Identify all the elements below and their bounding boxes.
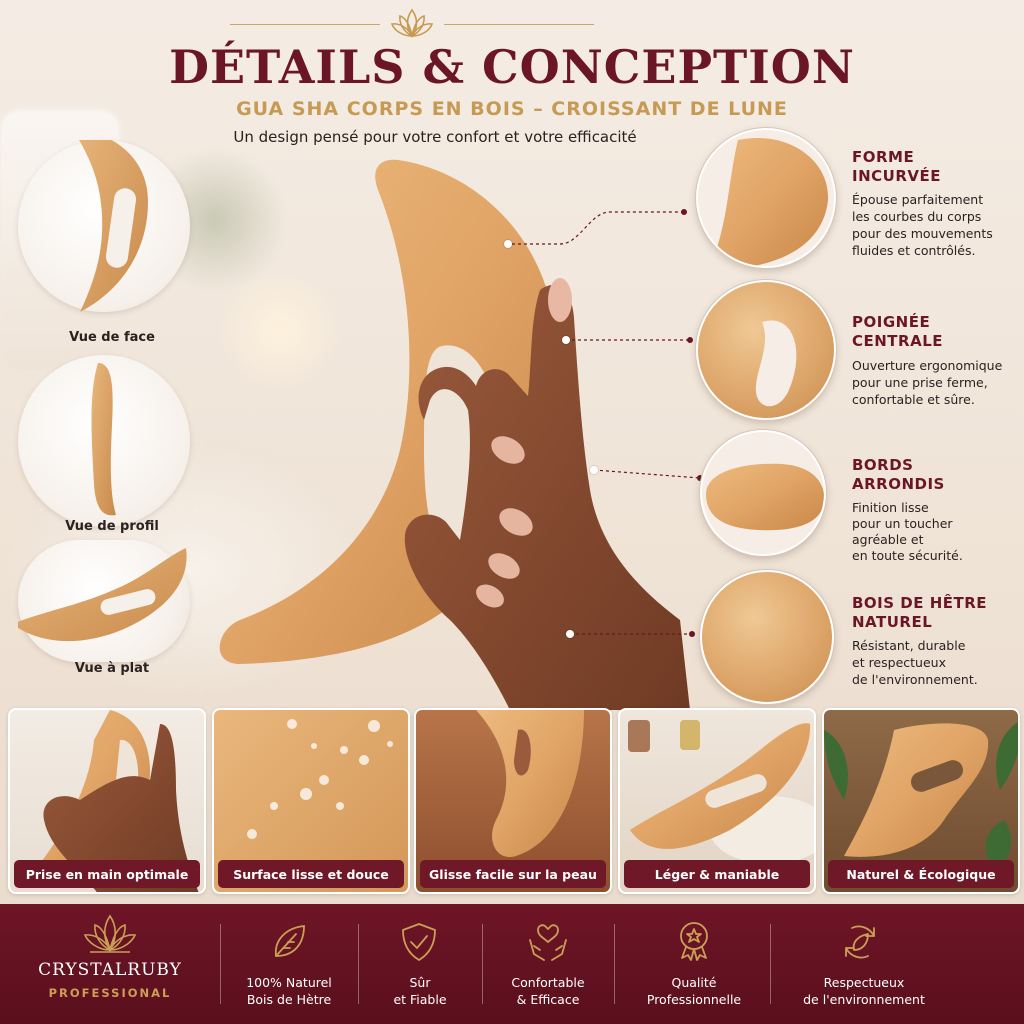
feature-rounded-edges-desc-3: agréable et <box>852 532 924 547</box>
tile-optimal-grip-caption: Prise en main optimale <box>14 860 200 888</box>
feature-beech-wood-title-2: NATUREL <box>852 613 933 631</box>
flat-view-circle <box>12 540 190 662</box>
background-candles <box>210 270 350 390</box>
tile-smooth-surface: Surface lisse et douce <box>212 708 410 894</box>
eco-cycle-icon <box>845 925 875 959</box>
feature-rounded-edges-title-2: ARRONDIS <box>852 475 945 493</box>
header-rule-right <box>444 24 594 25</box>
feature-rounded-edges-desc-1: Finition lisse <box>852 500 929 515</box>
feature-central-handle-title-2: CENTRALE <box>852 332 944 350</box>
profile-view-circle <box>18 355 190 527</box>
badge-safe-line-1: Sûr <box>409 975 431 990</box>
brand-lotus-icon <box>83 914 137 953</box>
feature-central-handle-desc-2: pour une prise ferme, <box>852 375 988 390</box>
feature-rounded-edges-title-1: BORDS <box>852 456 914 474</box>
brand-subtitle: PROFESSIONAL <box>48 986 172 1000</box>
footer-divider-4 <box>614 924 615 1004</box>
heart-hands-icon <box>529 924 567 961</box>
badge-quality-line-2: Professionnelle <box>646 992 742 1007</box>
tile-easy-glide: Glisse facile sur la peau <box>414 708 612 894</box>
feature-beech-wood-desc-3: de l'environnement. <box>852 672 978 687</box>
feature-beech-wood-circle <box>700 570 834 704</box>
quality-badge-icon <box>680 922 708 961</box>
leaf-icon <box>274 924 305 957</box>
page-subtitle: GUA SHA CORPS EN BOIS – CROISSANT DE LUN… <box>236 98 788 120</box>
front-view-gua-sha-image <box>70 126 148 312</box>
feature-curved-shape-desc-2: les courbes du corps <box>852 209 982 224</box>
front-view-label: Vue de face <box>69 330 155 345</box>
flat-view-gua-sha-image <box>12 548 187 642</box>
tile-natural-eco: Naturel & Écologique <box>822 708 1020 894</box>
page-title: DÉTAILS & CONCEPTION <box>169 40 855 94</box>
tile-easy-glide-caption: Glisse facile sur la peau <box>420 860 606 888</box>
feature-rounded-edges-desc-4: en toute sécurité. <box>852 548 963 563</box>
tile-optimal-grip-image <box>30 710 199 892</box>
footer-divider-1 <box>220 924 221 1004</box>
badge-comfort-line-2: & Efficace <box>516 992 580 1007</box>
feature-rounded-edges-circle <box>700 430 826 556</box>
badge-quality-line-1: Qualité <box>671 975 717 990</box>
feature-beech-wood-title-1: BOIS DE HÊTRE <box>852 594 988 612</box>
main-gua-sha-image <box>219 159 690 710</box>
feature-curved-shape-title-1: FORME <box>852 148 915 166</box>
feature-beech-wood-desc-2: et respectueux <box>852 655 946 670</box>
header-rule-left <box>230 24 380 25</box>
tile-smooth-surface-image <box>247 719 393 839</box>
feature-dot-shape <box>504 240 512 248</box>
feature-central-handle-title-1: POIGNÉE <box>852 313 931 331</box>
tile-light-handy-caption: Léger & maniable <box>624 860 810 888</box>
feature-dot-wood <box>566 630 574 638</box>
tile-natural-eco-caption: Naturel & Écologique <box>828 860 1014 888</box>
feature-central-handle-circle <box>696 280 836 420</box>
shield-check-icon <box>402 923 436 961</box>
tile-light-handy: Léger & maniable <box>618 708 816 894</box>
badge-natural-line-2: Bois de Hètre <box>246 992 332 1007</box>
badge-safe-line-2: et Fiable <box>393 992 447 1007</box>
feature-beech-wood-desc-1: Résistant, durable <box>852 638 966 653</box>
tile-light-handy-image <box>628 720 814 864</box>
feature-curved-shape-title-2: INCURVÉE <box>852 167 941 185</box>
footer-divider-2 <box>358 924 359 1004</box>
feature-dot-edges <box>590 466 598 474</box>
feature-central-handle-desc-1: Ouverture ergonomique <box>852 358 1003 373</box>
badge-eco-line-2: de l'environnement <box>803 992 925 1007</box>
footer-divider-5 <box>770 924 771 1004</box>
footer-divider-3 <box>482 924 483 1004</box>
tile-optimal-grip: Prise en main optimale <box>8 708 206 894</box>
page-tagline: Un design pensé pour votre confort et vo… <box>233 128 637 146</box>
brand-name: CRYSTALRUBY <box>38 960 182 980</box>
feature-curved-shape-desc-1: Épouse parfaitement <box>852 192 984 207</box>
tile-natural-eco-image <box>824 722 1018 870</box>
feature-dot-handle <box>562 336 570 344</box>
feature-rounded-edges-desc-2: pour un toucher <box>852 516 953 531</box>
badge-comfort-line-1: Confortable <box>511 975 585 990</box>
feature-curved-shape-desc-4: fluides et contrôlés. <box>852 243 976 258</box>
profile-view-gua-sha-image <box>91 363 116 516</box>
flat-view-label: Vue à plat <box>74 661 150 676</box>
feature-curved-shape-desc-3: pour des mouvements <box>852 226 993 241</box>
feature-central-handle-desc-3: confortable et sûre. <box>852 392 975 407</box>
profile-view-label: Vue de profil <box>65 519 159 534</box>
tile-smooth-surface-caption: Surface lisse et douce <box>218 860 404 888</box>
front-view-circle <box>18 126 190 312</box>
tile-easy-glide-image <box>476 710 584 858</box>
badge-natural-line-1: 100% Naturel <box>246 975 332 990</box>
feature-curved-shape-circle <box>696 128 836 268</box>
lotus-icon <box>390 8 434 38</box>
badge-eco-line-1: Respectueux <box>823 975 905 990</box>
footer-bar <box>0 904 1024 1024</box>
